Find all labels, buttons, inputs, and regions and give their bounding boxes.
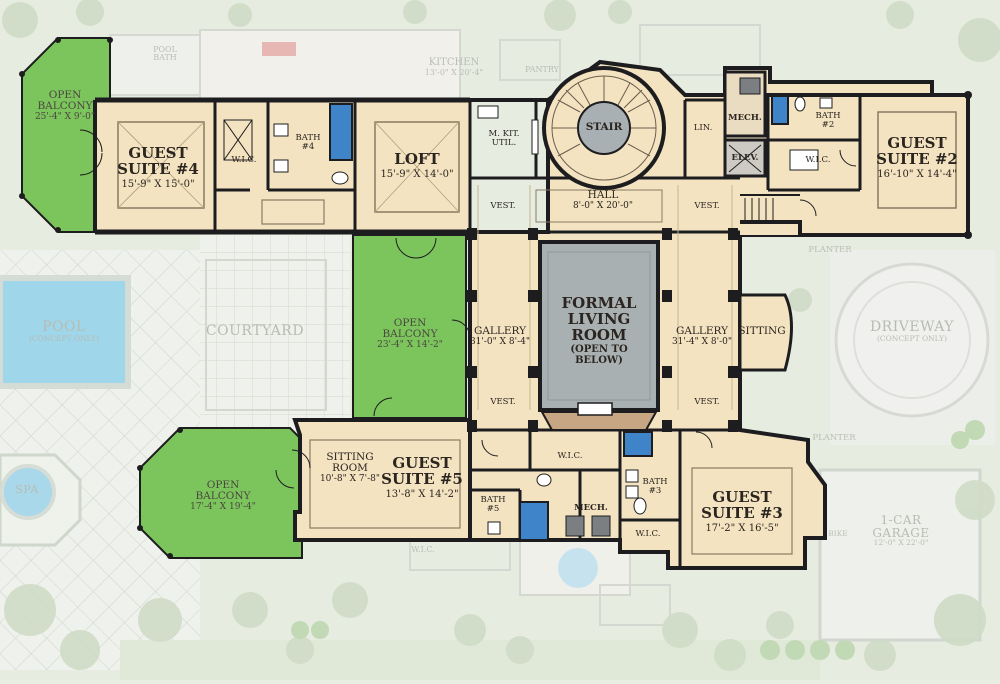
kitchen-outline	[199, 29, 461, 101]
showers	[329, 95, 789, 541]
mech-units	[565, 77, 761, 537]
open-balcony-3	[139, 427, 303, 559]
balconies	[21, 37, 467, 559]
spiral-stair	[542, 66, 666, 190]
interior-walls	[93, 68, 957, 568]
south-wing	[292, 418, 472, 542]
sitting-bay	[738, 293, 793, 372]
pool-water	[0, 275, 131, 389]
driveway-circle	[834, 262, 990, 418]
spa-water	[0, 464, 56, 520]
courtyard-paving	[200, 235, 350, 430]
stair-steps-east	[744, 198, 774, 222]
door-swings	[79, 129, 857, 489]
garage-outline	[818, 468, 982, 642]
open-balcony-2	[352, 234, 467, 419]
corner-posts	[19, 37, 972, 559]
fixtures	[223, 96, 833, 535]
